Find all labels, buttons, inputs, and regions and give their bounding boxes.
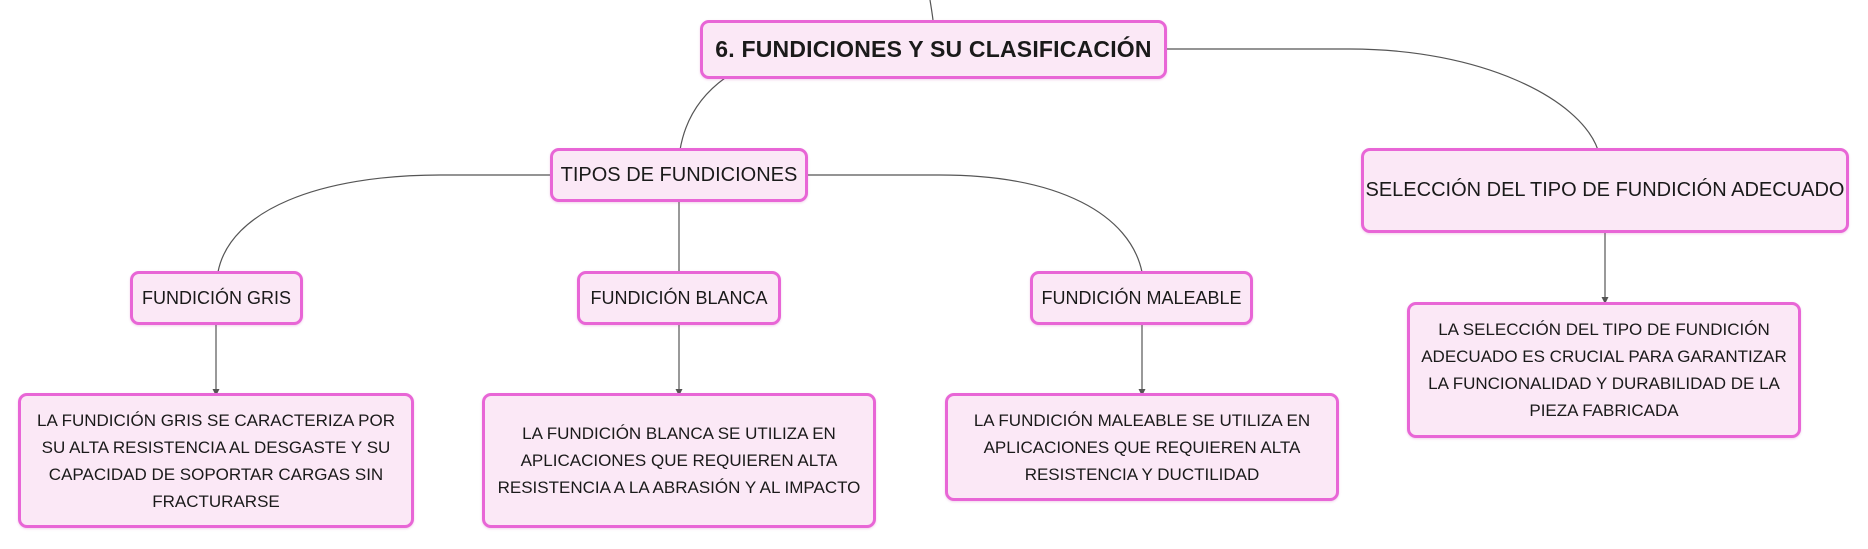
connector-parent-to-root <box>929 0 934 21</box>
arrowhead-blanca <box>675 389 683 396</box>
root-node[interactable]: 6. FUNDICIONES Y SU CLASIFICACIÓN <box>700 20 1167 79</box>
gris-description: LA FUNDICIÓN GRIS SE CARACTERIZA POR SU … <box>36 410 395 511</box>
selection-description-node[interactable]: LA SELECCIÓN DEL TIPO DE FUNDICIÓN ADECU… <box>1407 302 1801 438</box>
root-node-label: 6. FUNDICIONES Y SU CLASIFICACIÓN <box>715 36 1152 62</box>
blanca-node[interactable]: FUNDICIÓN BLANCA <box>577 271 781 325</box>
selection-description: LA SELECCIÓN DEL TIPO DE FUNDICIÓN ADECU… <box>1421 320 1787 420</box>
arrowhead-selection <box>1601 297 1609 304</box>
gris-node-label: FUNDICIÓN GRIS <box>141 287 291 308</box>
selection-node[interactable]: SELECCIÓN DEL TIPO DE FUNDICIÓN ADECUADO <box>1361 148 1849 233</box>
connector-types-to-gris <box>217 174 550 273</box>
connector-types-to-maleable <box>808 174 1143 273</box>
blanca-description: LA FUNDICIÓN BLANCA SE UTILIZA EN APLICA… <box>497 424 861 497</box>
arrowhead-maleable <box>1138 389 1146 396</box>
connector-root-to-selection <box>1167 48 1599 151</box>
maleable-description: LA FUNDICIÓN MALEABLE SE UTILIZA EN APLI… <box>973 410 1311 484</box>
gris-node[interactable]: FUNDICIÓN GRIS <box>130 271 303 325</box>
maleable-node[interactable]: FUNDICIÓN MALEABLE <box>1030 271 1253 325</box>
blanca-description-node[interactable]: LA FUNDICIÓN BLANCA SE UTILIZA EN APLICA… <box>482 393 876 528</box>
maleable-description-node[interactable]: LA FUNDICIÓN MALEABLE SE UTILIZA EN APLI… <box>945 393 1339 501</box>
blanca-node-label: FUNDICIÓN BLANCA <box>590 287 768 308</box>
arrowhead-gris <box>212 389 220 396</box>
types-node-label: TIPOS DE FUNDICIONES <box>560 163 798 186</box>
maleable-node-label: FUNDICIÓN MALEABLE <box>1041 287 1242 308</box>
gris-description-node[interactable]: LA FUNDICIÓN GRIS SE CARACTERIZA POR SU … <box>18 393 414 528</box>
selection-node-label: SELECCIÓN DEL TIPO DE FUNDICIÓN ADECUADO <box>1365 179 1845 201</box>
types-node[interactable]: TIPOS DE FUNDICIONES <box>550 148 808 202</box>
connector-root-to-types <box>679 77 726 151</box>
